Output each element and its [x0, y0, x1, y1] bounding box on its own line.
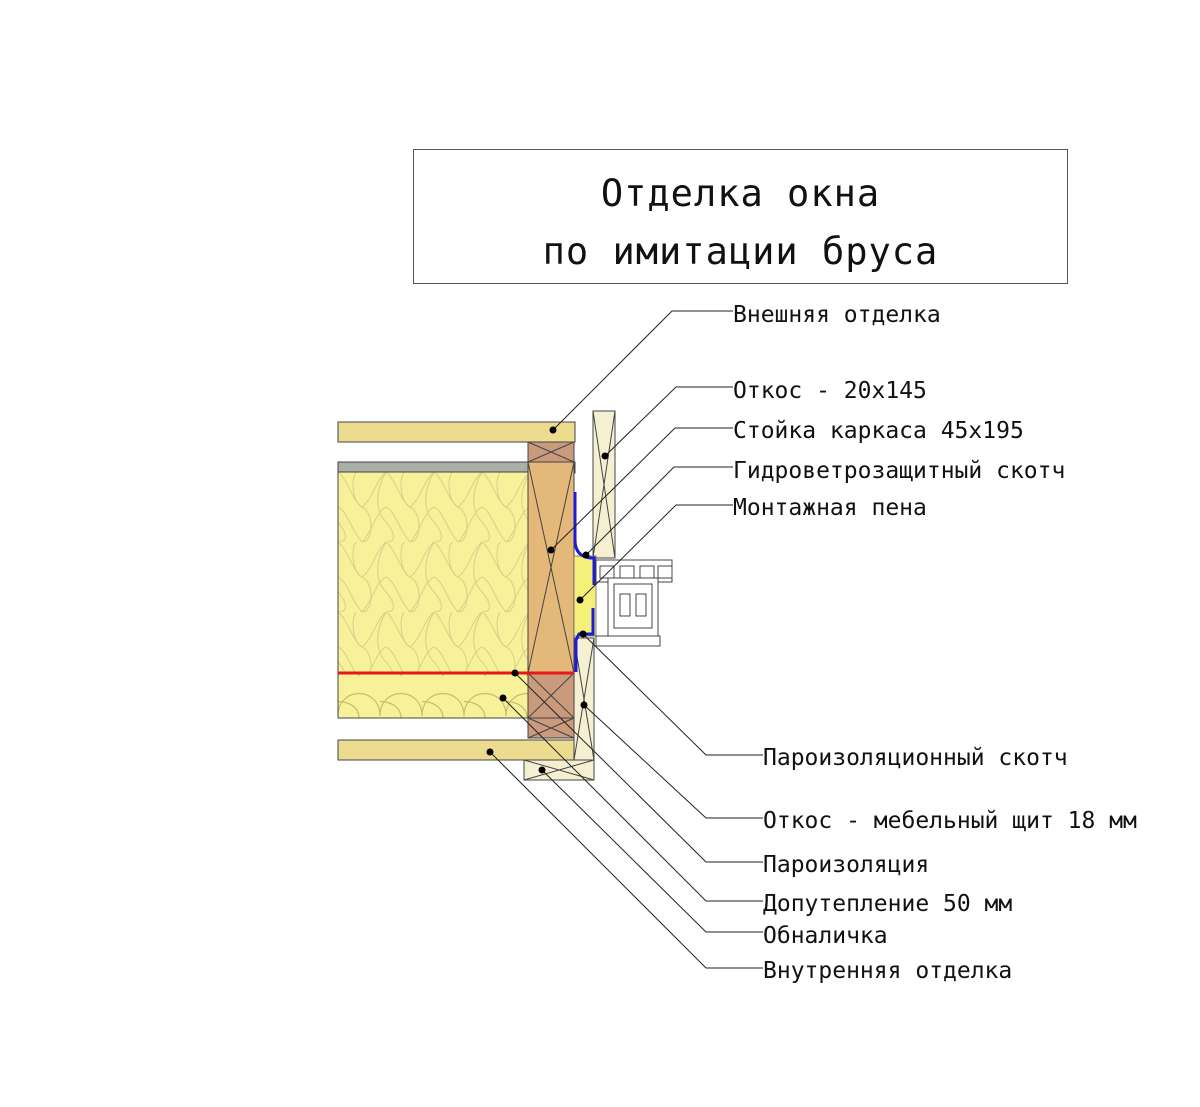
- title-line-1: Отделка окна: [600, 172, 881, 215]
- label-vapor-barrier: Пароизоляция: [763, 852, 929, 878]
- label-interior-finish: Внутренняя отделка: [763, 958, 1012, 984]
- additional-insulation-pattern: [338, 673, 528, 718]
- dot-additional-insulation: [499, 694, 507, 702]
- label-mounting-foam: Монтажная пена: [733, 495, 927, 521]
- dot-interior-finish: [486, 748, 494, 756]
- leader-interior-slope: [583, 704, 763, 819]
- leader-vapor-tape: [582, 633, 763, 756]
- exterior-finish-board: [337, 421, 576, 443]
- label-exterior-finish: Внешняя отделка: [733, 302, 941, 328]
- ext-slope-cross-2: [592, 410, 616, 559]
- leader-additional-insulation: [502, 697, 763, 902]
- dot-casing: [538, 766, 546, 774]
- dot-vapor-barrier: [511, 669, 519, 677]
- dot-interior-slope: [580, 701, 588, 709]
- int-slope-cross-2: [573, 637, 595, 761]
- stud-end-bottom-cross-2: [527, 717, 575, 739]
- stud-cross-2: [527, 461, 575, 674]
- leader-wind-tape: [585, 466, 733, 556]
- label-exterior-slope: Откос - 20х145: [733, 378, 927, 404]
- dot-exterior-finish: [549, 426, 557, 434]
- dot-frame-stud: [547, 546, 555, 554]
- dot-vapor-tape: [579, 630, 587, 638]
- dot-wind-tape: [582, 551, 590, 559]
- leader-casing: [541, 769, 763, 933]
- title-box: Отделка окна по имитации бруса: [413, 149, 1068, 284]
- label-additional-insulation: Допутепление 50 мм: [763, 891, 1012, 917]
- leader-exterior-finish: [552, 310, 733, 431]
- stud-bottom-cross-2: [527, 672, 575, 719]
- label-wind-tape: Гидроветрозащитный скотч: [733, 458, 1065, 484]
- interior-finish-board: [337, 739, 575, 761]
- leader-vapor-barrier: [514, 672, 763, 863]
- dot-exterior-slope: [601, 452, 609, 460]
- main-insulation-pattern: [338, 472, 528, 672]
- title-line-2: по имитации бруса: [542, 230, 939, 273]
- vapor-barrier-tape: [574, 608, 595, 672]
- label-vapor-tape: Пароизоляционный скотч: [763, 745, 1068, 771]
- leader-interior-finish: [489, 751, 763, 969]
- wind-protection-tape: [573, 492, 596, 585]
- label-frame-stud: Стойка каркаса 45х195: [733, 418, 1024, 444]
- label-interior-slope: Откос - мебельный щит 18 мм: [763, 808, 1137, 834]
- dot-mounting-foam: [576, 596, 584, 604]
- leader-mounting-foam: [579, 504, 733, 601]
- leader-frame-stud: [550, 427, 733, 551]
- stud-end-top-cross-2: [527, 441, 575, 463]
- casing-cross-2: [523, 759, 595, 781]
- label-casing: Обналичка: [763, 923, 888, 949]
- leader-exterior-slope: [604, 386, 733, 457]
